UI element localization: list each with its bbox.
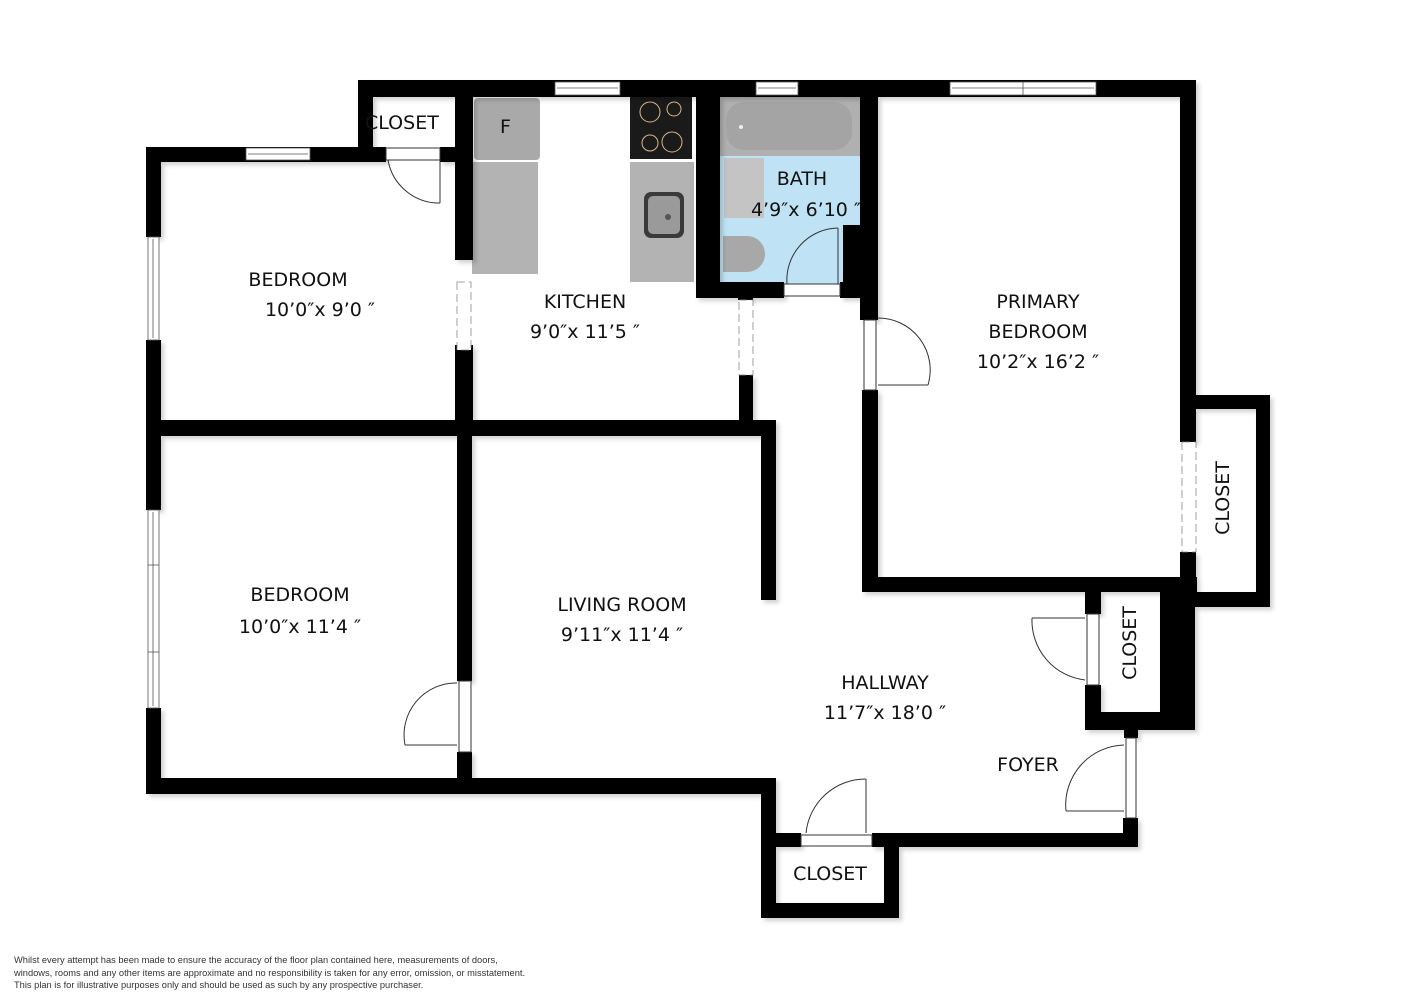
vanity-icon [724, 158, 764, 218]
stove-icon [630, 97, 692, 159]
room-label-hallway: HALLWAY [841, 672, 929, 694]
sink-icon [644, 192, 684, 238]
fridge-label: F [500, 116, 511, 138]
walls [146, 80, 1270, 918]
room-dims-bedroom-1: 10’0″x 9’0 ″ [264, 299, 376, 321]
room-label-closet-hall: CLOSET [1119, 606, 1141, 680]
room-label-living: LIVING ROOM [557, 594, 687, 616]
toilet-icon [723, 236, 765, 272]
room-label-primary: PRIMARY [996, 291, 1080, 313]
doors [385, 147, 1137, 847]
room-label-closet-primary: CLOSET [1212, 461, 1234, 535]
room-dims-living: 9’11″x 11’4 ″ [560, 624, 684, 646]
room-label-closet-top: CLOSET [365, 112, 439, 134]
windows [147, 81, 1097, 709]
room-label-foyer: FOYER [997, 754, 1059, 776]
bathtub-icon [718, 96, 860, 156]
room-label-bedroom-2: BEDROOM [250, 584, 350, 606]
disclaimer-line-2: windows, rooms and any other items are a… [14, 967, 526, 978]
fridge-icon [474, 98, 540, 160]
disclaimer-line-1: Whilst every attempt has been made to en… [14, 955, 498, 965]
room-dims-kitchen: 9’0″x 11’5 ″ [529, 321, 641, 343]
room-label-closet-bottom: CLOSET [793, 863, 867, 885]
disclaimer: Whilst every attempt has been made to en… [14, 954, 525, 992]
openings [456, 281, 1197, 553]
room-dims-primary: 10’2″x 16’2 ″ [976, 351, 1100, 373]
counter-left [472, 162, 538, 274]
room-label-kitchen: KITCHEN [543, 291, 627, 313]
disclaimer-line-3: This plan is for illustrative purposes o… [14, 980, 424, 990]
room-dims-bedroom-2: 10’0″x 11’4 ″ [238, 616, 362, 638]
room-dims-bath: 4’9″x 6’10 ″ [750, 199, 862, 221]
room-label-primary-2: BEDROOM [988, 321, 1088, 343]
room-label-bath: BATH [776, 168, 828, 190]
room-label-bedroom-1: BEDROOM [248, 269, 348, 291]
room-dims-hallway: 11’7″x 18’0 ″ [823, 702, 947, 724]
